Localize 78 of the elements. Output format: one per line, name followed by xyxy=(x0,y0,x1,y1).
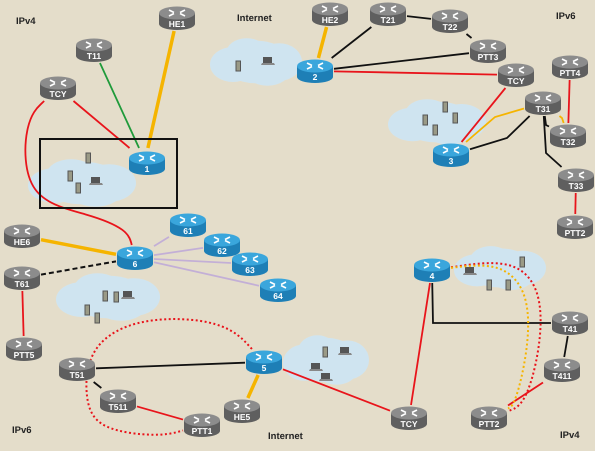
router-label: 63 xyxy=(244,266,256,275)
link-line xyxy=(316,26,328,58)
link-line xyxy=(154,261,260,287)
router-label: TCY xyxy=(400,420,418,429)
dashed-link-line xyxy=(450,264,530,410)
link-line xyxy=(466,33,472,39)
router-label: PTT2 xyxy=(478,420,500,429)
link-line xyxy=(465,108,524,143)
link-line xyxy=(40,238,116,256)
router-label: 2 xyxy=(312,73,318,82)
link-line xyxy=(93,381,102,389)
region-label: IPv4 xyxy=(560,430,580,441)
router-label: 1 xyxy=(144,165,150,174)
router-label: HE1 xyxy=(168,20,186,29)
link-line xyxy=(154,246,204,256)
router-label: 3 xyxy=(448,157,454,166)
region-label: Internet xyxy=(268,431,303,442)
router-label: T31 xyxy=(534,105,552,114)
link-line xyxy=(558,115,565,124)
link-line xyxy=(154,258,232,264)
link-line xyxy=(24,100,133,246)
link-line xyxy=(72,100,130,149)
link-line xyxy=(460,87,506,143)
region-label: IPv4 xyxy=(16,16,36,27)
router-label: T21 xyxy=(380,16,396,25)
frame-box xyxy=(39,138,178,209)
link-line xyxy=(334,52,470,70)
link-line xyxy=(136,406,184,420)
region-label: IPv6 xyxy=(12,425,32,436)
router-label: T11 xyxy=(86,52,102,61)
router-label: T511 xyxy=(108,403,128,412)
router-label: 62 xyxy=(216,247,228,256)
link-line xyxy=(542,116,562,168)
router-label: TCY xyxy=(506,77,526,86)
link-line xyxy=(544,116,550,128)
link-line xyxy=(331,26,372,59)
region-label: Internet xyxy=(237,13,272,24)
router-label: T411 xyxy=(552,372,572,381)
dashed-link-line xyxy=(450,262,542,412)
link-line xyxy=(567,80,571,124)
link-line xyxy=(508,382,544,406)
router-label: HE2 xyxy=(320,16,340,25)
router-label: 6 xyxy=(132,260,138,269)
router-label: PTT1 xyxy=(190,427,214,436)
router-label: T51 xyxy=(68,371,86,380)
link-line xyxy=(574,192,577,214)
router-label: T33 xyxy=(568,182,584,191)
link-line xyxy=(334,70,498,76)
router-label: HE5 xyxy=(232,413,252,422)
router-label: PTT3 xyxy=(476,53,500,62)
router-label: PTT5 xyxy=(12,351,36,360)
link-line xyxy=(563,336,569,358)
link-line xyxy=(154,236,170,247)
region-label: IPv6 xyxy=(556,11,576,22)
router-label: PTT4 xyxy=(558,69,582,78)
router-label: T41 xyxy=(562,325,578,334)
router-label: T22 xyxy=(442,23,458,32)
link-line xyxy=(146,30,176,148)
router-label: T61 xyxy=(14,280,30,289)
router-label: TCY xyxy=(48,90,68,99)
link-line xyxy=(21,290,25,336)
link-line xyxy=(282,368,390,412)
router-label: T32 xyxy=(560,138,576,147)
link-line xyxy=(246,374,260,399)
router-label: HE6 xyxy=(12,238,32,247)
router-label: 5 xyxy=(260,364,268,373)
router-label: 61 xyxy=(182,227,194,236)
link-line xyxy=(431,282,551,324)
link-line xyxy=(410,282,431,406)
link-line xyxy=(99,62,140,148)
router-label: 4 xyxy=(428,272,436,281)
link-line xyxy=(470,115,530,150)
router-label: PTT2 xyxy=(564,229,586,238)
router-label: 64 xyxy=(272,292,284,301)
link-line xyxy=(406,15,432,20)
link-line xyxy=(96,362,246,370)
dashed-link-line xyxy=(40,260,116,276)
dashed-link-line xyxy=(85,318,253,436)
